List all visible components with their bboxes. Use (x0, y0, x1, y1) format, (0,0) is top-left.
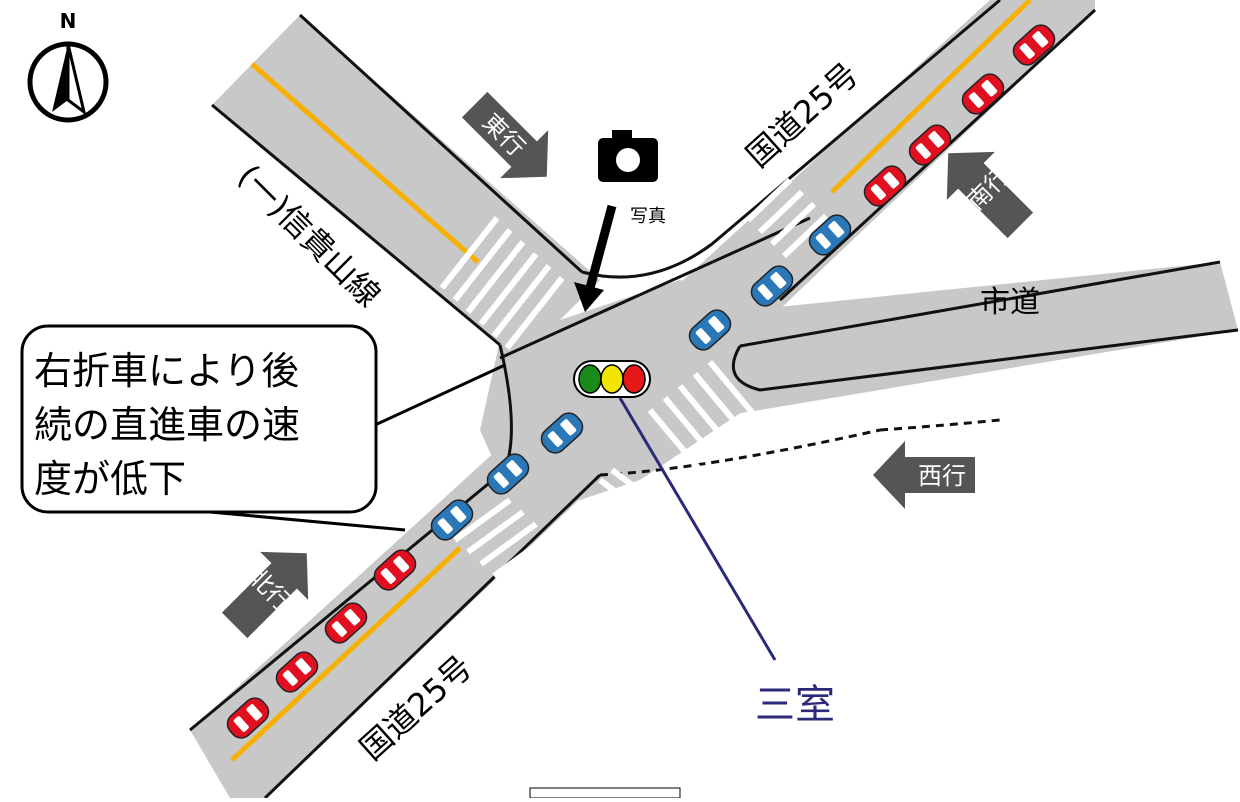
crosswalk-northeast (745, 177, 829, 259)
centerline (250, 62, 480, 264)
arrow-west (873, 441, 975, 509)
place-name: 三室 (755, 682, 835, 728)
camera-arrow-head (574, 282, 604, 312)
crosswalk-east (647, 360, 763, 472)
moving-car-icon (750, 265, 794, 307)
compass: N (27, 9, 109, 123)
signal-light-green (578, 364, 602, 394)
moving-car-icon (486, 453, 530, 495)
moving-car-icon (688, 309, 732, 351)
traffic-signal (573, 360, 777, 661)
arrow-north (221, 551, 309, 639)
center-lines (230, 0, 1032, 762)
edge-line (263, 473, 602, 800)
moving-car-icon (540, 412, 584, 454)
edge-line (581, 0, 1001, 279)
edge-line (599, 428, 881, 477)
edge-line (731, 328, 1239, 392)
queued-car-icon (275, 651, 319, 693)
camera-arrow-shaft (585, 204, 617, 290)
callout-line-2: 続の直進車の速 (34, 403, 300, 447)
camera-label: 写真 (630, 206, 666, 227)
moving-car-icon (430, 499, 474, 541)
edge-line (739, 260, 1221, 348)
crosswalks (439, 177, 829, 579)
compass-needle-dark (52, 44, 68, 112)
centerline (830, 0, 1032, 194)
queued-car-icon (1012, 24, 1056, 66)
edge-line (211, 103, 501, 347)
stop-line (499, 216, 811, 360)
signal-light-yellow (600, 364, 624, 394)
callout: 右折車により後 続の直進車の速 度が低下 (20, 324, 506, 532)
centerline (230, 546, 462, 762)
queued-car-icon (373, 549, 417, 591)
moving-car-icon (808, 214, 852, 256)
vehicles (226, 24, 1056, 739)
queued-car-icon (324, 602, 368, 644)
compass-needle-light (66, 43, 87, 116)
road-label-city: 市道 (980, 285, 1040, 320)
edge-line (879, 418, 1001, 432)
queued-car-icon (961, 73, 1005, 115)
queued-car-icon (908, 124, 952, 166)
road-city (650, 262, 1238, 420)
road-prefectural (212, 15, 600, 360)
signal-leader-line (618, 397, 777, 661)
arrow-west-label: 西行 (918, 462, 966, 490)
callout-line-3: 度が低下 (34, 457, 186, 501)
queued-car-icon (226, 697, 270, 739)
compass-north-label: N (60, 9, 77, 33)
arrow-south (946, 151, 1034, 239)
crosswalk-north (439, 216, 565, 350)
edge-line (298, 13, 584, 274)
crosswalk-south (453, 467, 654, 579)
queued-car-icon (863, 165, 907, 207)
callout-box (20, 324, 378, 514)
callout-line-1: 右折車により後 (34, 349, 299, 393)
signal-light-red (622, 364, 646, 394)
camera: 写真 (574, 130, 666, 312)
